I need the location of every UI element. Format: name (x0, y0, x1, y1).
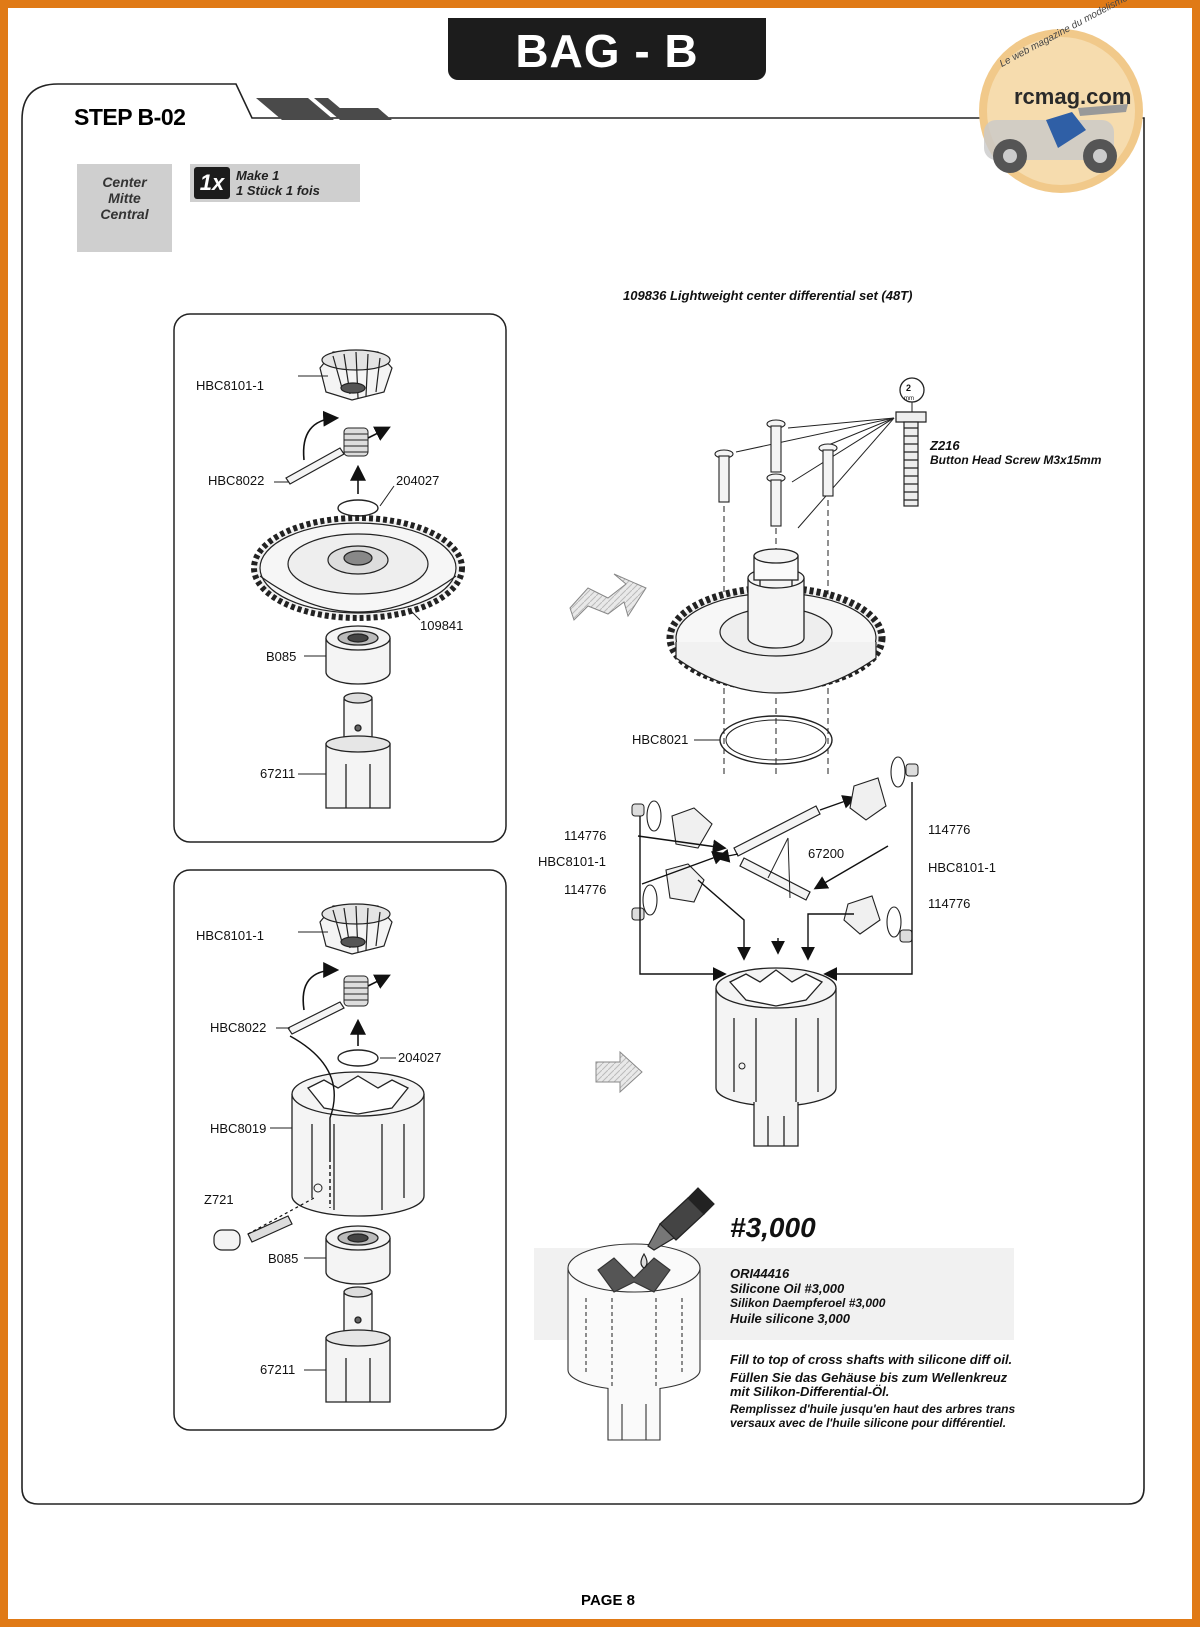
flow-arrow-1 (569, 573, 647, 621)
panel-assembly-1 (173, 313, 507, 843)
oil-fill-de-2: mit Silikon-Differential-Öl. (730, 1384, 890, 1399)
p2-outdrive (325, 1286, 391, 1403)
p2-spring (343, 975, 369, 1007)
p2-label-case: HBC8019 (210, 1121, 267, 1136)
small-washers (642, 756, 906, 938)
p1-bearing (325, 625, 391, 685)
quantity-line-1: Make 1 (236, 168, 280, 183)
position-de: Mitte (108, 190, 141, 206)
screw-desc: Button Head Screw M3x15mm (930, 453, 1102, 467)
p1-outdrive (325, 692, 391, 809)
label-gear-l: HBC8101-1 (538, 854, 606, 869)
artwork (21, 29, 1145, 1505)
p1-label-pin: HBC8022 (208, 473, 265, 488)
p2-label-bearing: B085 (268, 1251, 299, 1266)
position-fr: Central (100, 206, 149, 222)
p2-label-setscrew: Z721 (204, 1192, 234, 1207)
position-box: Center Mitte Central (77, 164, 172, 252)
quantity-line-2: 1 Stück 1 fois (236, 183, 320, 198)
p2-label-pin: HBC8022 (210, 1020, 267, 1035)
logo-brand: rcmag.com (1014, 84, 1132, 109)
title-stripes (256, 98, 392, 120)
p1-pin (285, 447, 345, 485)
oil-fill-fr-2: versaux avec de l'huile silicone pour di… (730, 1416, 1007, 1430)
step-frame (21, 83, 1145, 1505)
quantity-badge: 1x (194, 167, 230, 199)
small-bevel-gears (665, 777, 887, 935)
assembly-screws (714, 419, 838, 527)
p2-diff-case (291, 1071, 425, 1217)
p2-label-washer: 204027 (398, 1050, 442, 1065)
small-gear-pins (631, 763, 919, 943)
panel-assembly-2 (173, 869, 507, 1431)
set-title: 109836 Lightweight center differential s… (623, 288, 913, 303)
p1-label-bearing: B085 (266, 649, 297, 664)
label-washer-r2: 114776 (928, 896, 971, 911)
p1-bevel-gear (319, 349, 393, 401)
p1-spur-gear (251, 515, 465, 621)
p1-washer (337, 499, 379, 517)
p2-label-bevel: HBC8101-1 (196, 928, 264, 943)
label-washer-r1: 114776 (928, 822, 971, 837)
step-title: STEP B-02 (74, 104, 186, 130)
oil-diff-case (567, 1243, 701, 1441)
p2-bearing (325, 1225, 391, 1285)
rcmag-logo (979, 29, 1143, 193)
flow-arrow-2 (595, 1050, 643, 1094)
main-diff-case (715, 967, 837, 1147)
tool-unit: mm (904, 396, 914, 402)
p2-pin (287, 1001, 345, 1035)
label-shaft: 67200 (808, 846, 845, 861)
p2-bevel-gear (319, 903, 393, 955)
p1-label-washer: 204027 (396, 473, 440, 488)
oil-name-fr: Huile silicone 3,000 (730, 1311, 850, 1326)
p1-label-gear: 109841 (420, 618, 464, 633)
bag-title: BAG - B (448, 18, 766, 80)
p2-label-outdrive: 67211 (260, 1362, 296, 1377)
p1-label-bevel: HBC8101-1 (196, 378, 264, 393)
label-washer-l2: 114776 (564, 882, 607, 897)
main-outdrive (747, 548, 805, 649)
position-en: Center (102, 174, 147, 190)
screw-z216 (895, 411, 927, 507)
p1-label-outdrive: 67211 (260, 766, 296, 781)
tool-size: 2 (906, 383, 912, 393)
screw-part: Z216 (930, 438, 960, 453)
oil-fill-de-1: Füllen Sie das Gehäuse bis zum Wellenkre… (730, 1370, 1008, 1385)
page-number: PAGE 8 (581, 1592, 635, 1609)
oil-fill-en: Fill to top of cross shafts with silicon… (730, 1352, 1013, 1367)
oil-weight: #3,000 (730, 1212, 816, 1243)
quantity-box: 1x Make 1 1 Stück 1 fois (190, 164, 360, 202)
oil-name-en: Silicone Oil #3,000 (730, 1281, 845, 1296)
cross-shafts (733, 805, 821, 901)
oil-fill-fr-1: Remplissez d'huile jusqu'en haut des arb… (730, 1402, 1016, 1416)
p2-setscrew (213, 1215, 293, 1251)
label-washer-l1: 114776 (564, 828, 607, 843)
quantity-text: Make 1 1 Stück 1 fois (236, 168, 320, 198)
p1-spring (343, 427, 369, 457)
label-gasket: HBC8021 (632, 732, 689, 747)
oil-bottle-icon (640, 1187, 715, 1269)
oil-name-de: Silikon Daempferoel #3,000 (730, 1296, 886, 1310)
label-gear-r: HBC8101-1 (928, 860, 996, 875)
p2-washer (337, 1049, 379, 1067)
oil-code: ORI44416 (730, 1266, 790, 1281)
